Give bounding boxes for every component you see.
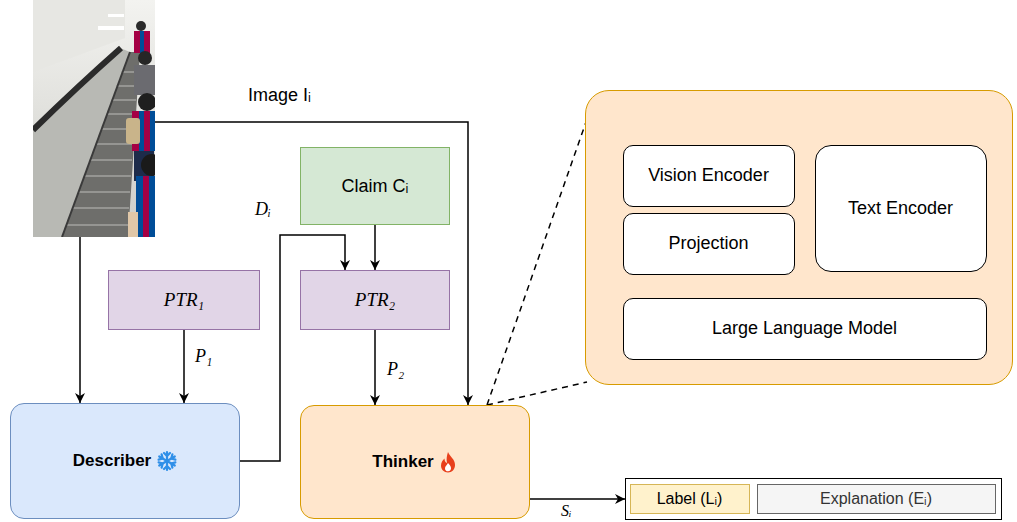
dashed-connector [487, 122, 587, 405]
node-text: Vision Encoder [648, 165, 769, 186]
image-arrow [155, 122, 468, 405]
module-box: Projection [623, 213, 795, 275]
node-text: Describer [73, 451, 151, 471]
module-box: Large Language Model [623, 298, 987, 360]
edge-label: Dᵢ [253, 200, 273, 218]
edge-label: P₁ [193, 347, 214, 365]
prompt-template-box: PTR₁ [108, 270, 260, 330]
describer-box: Describer [10, 403, 240, 519]
arrow-connector [183, 330, 185, 403]
escalator-photo [33, 0, 155, 237]
node-text: Large Language Model [712, 318, 897, 339]
node-text: Thinker [372, 452, 433, 472]
thinker-box: Thinker [300, 405, 530, 519]
label-box: Label (Lᵢ) [630, 484, 750, 514]
node-text: PTR₂ [355, 289, 395, 311]
claim-box: Claim Cᵢ [300, 147, 450, 225]
image-arrow [79, 237, 81, 403]
prompt-template-box: PTR₂ [300, 270, 450, 330]
model-panel: Vision EncoderText EncoderProjectionLarg… [585, 90, 1013, 385]
node-text: Label (Lᵢ) [657, 490, 723, 508]
node-text: Explanation (Eᵢ) [820, 490, 932, 508]
output-box: Label (Lᵢ) Explanation (Eᵢ) [625, 478, 1002, 520]
node-text: Projection [668, 233, 748, 254]
arrow-connector [374, 225, 376, 270]
arrow-connector [374, 330, 376, 405]
node-text: Claim Cᵢ [342, 176, 409, 197]
node-text: PTR₁ [164, 289, 204, 311]
explanation-box: Explanation (Eᵢ) [757, 484, 996, 514]
module-box: Text Encoder [815, 145, 987, 272]
edge-label: Sᵢ [559, 503, 574, 519]
flame-icon [439, 451, 457, 473]
edge-label: P₂ [385, 360, 406, 378]
node-text: Text Encoder [848, 198, 953, 219]
snowflake-icon [156, 450, 178, 472]
arrow-label: Image Iᵢ [246, 86, 313, 104]
arrow-connector [530, 498, 625, 500]
module-box: Vision Encoder [623, 145, 795, 207]
people [126, 21, 155, 237]
